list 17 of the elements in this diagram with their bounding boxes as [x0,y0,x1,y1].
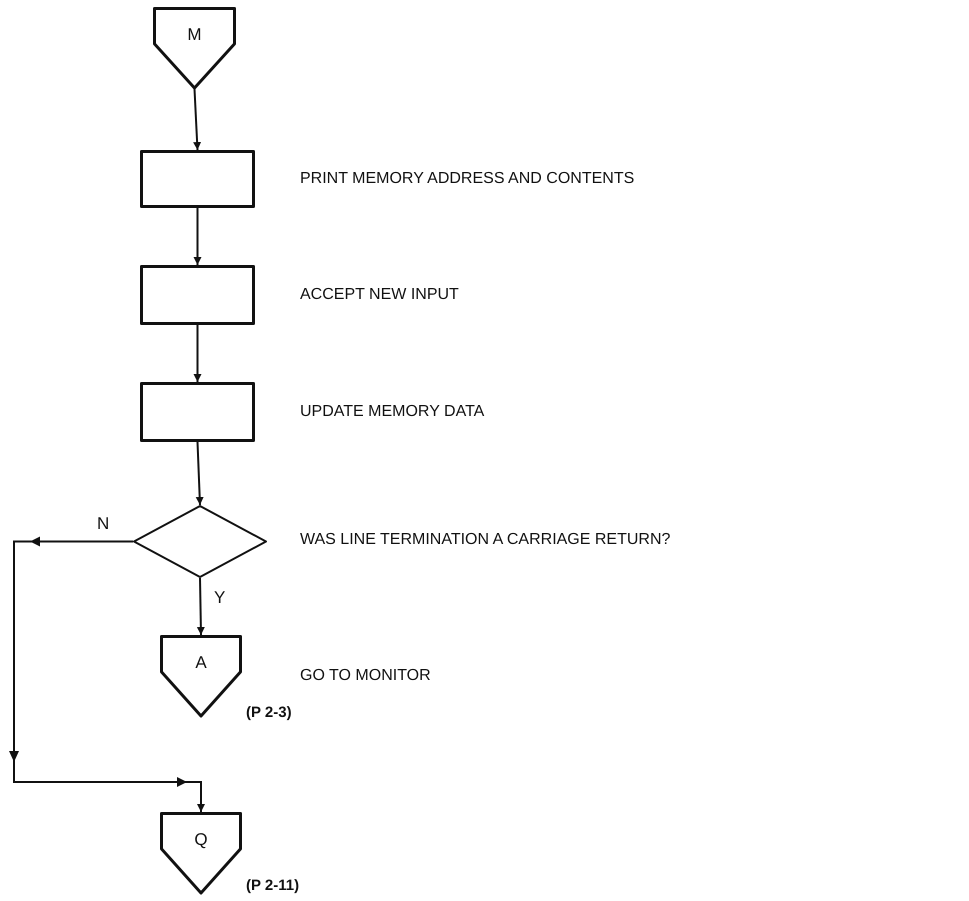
page-reference: (P 2-3) [246,704,292,721]
process-box [140,382,255,442]
process-box [140,265,255,325]
off-page-connector [160,812,242,894]
step-description: GO TO MONITOR [300,667,431,685]
page-reference: (P 2-11) [246,877,300,894]
step-description: PRINT MEMORY ADDRESS AND CONTENTS [300,170,634,188]
connector-letter: A [194,653,208,673]
step-description: WAS LINE TERMINATION A CARRIAGE RETURN? [300,531,670,549]
off-page-connector [160,635,242,717]
step-description: ACCEPT NEW INPUT [300,286,459,304]
step-description: UPDATE MEMORY DATA [300,403,484,421]
process-box [140,150,255,208]
decision-diamond [133,505,267,578]
connector-letter: Q [193,830,209,850]
off-page-connector [153,7,236,89]
connector-letter: M [186,25,203,45]
